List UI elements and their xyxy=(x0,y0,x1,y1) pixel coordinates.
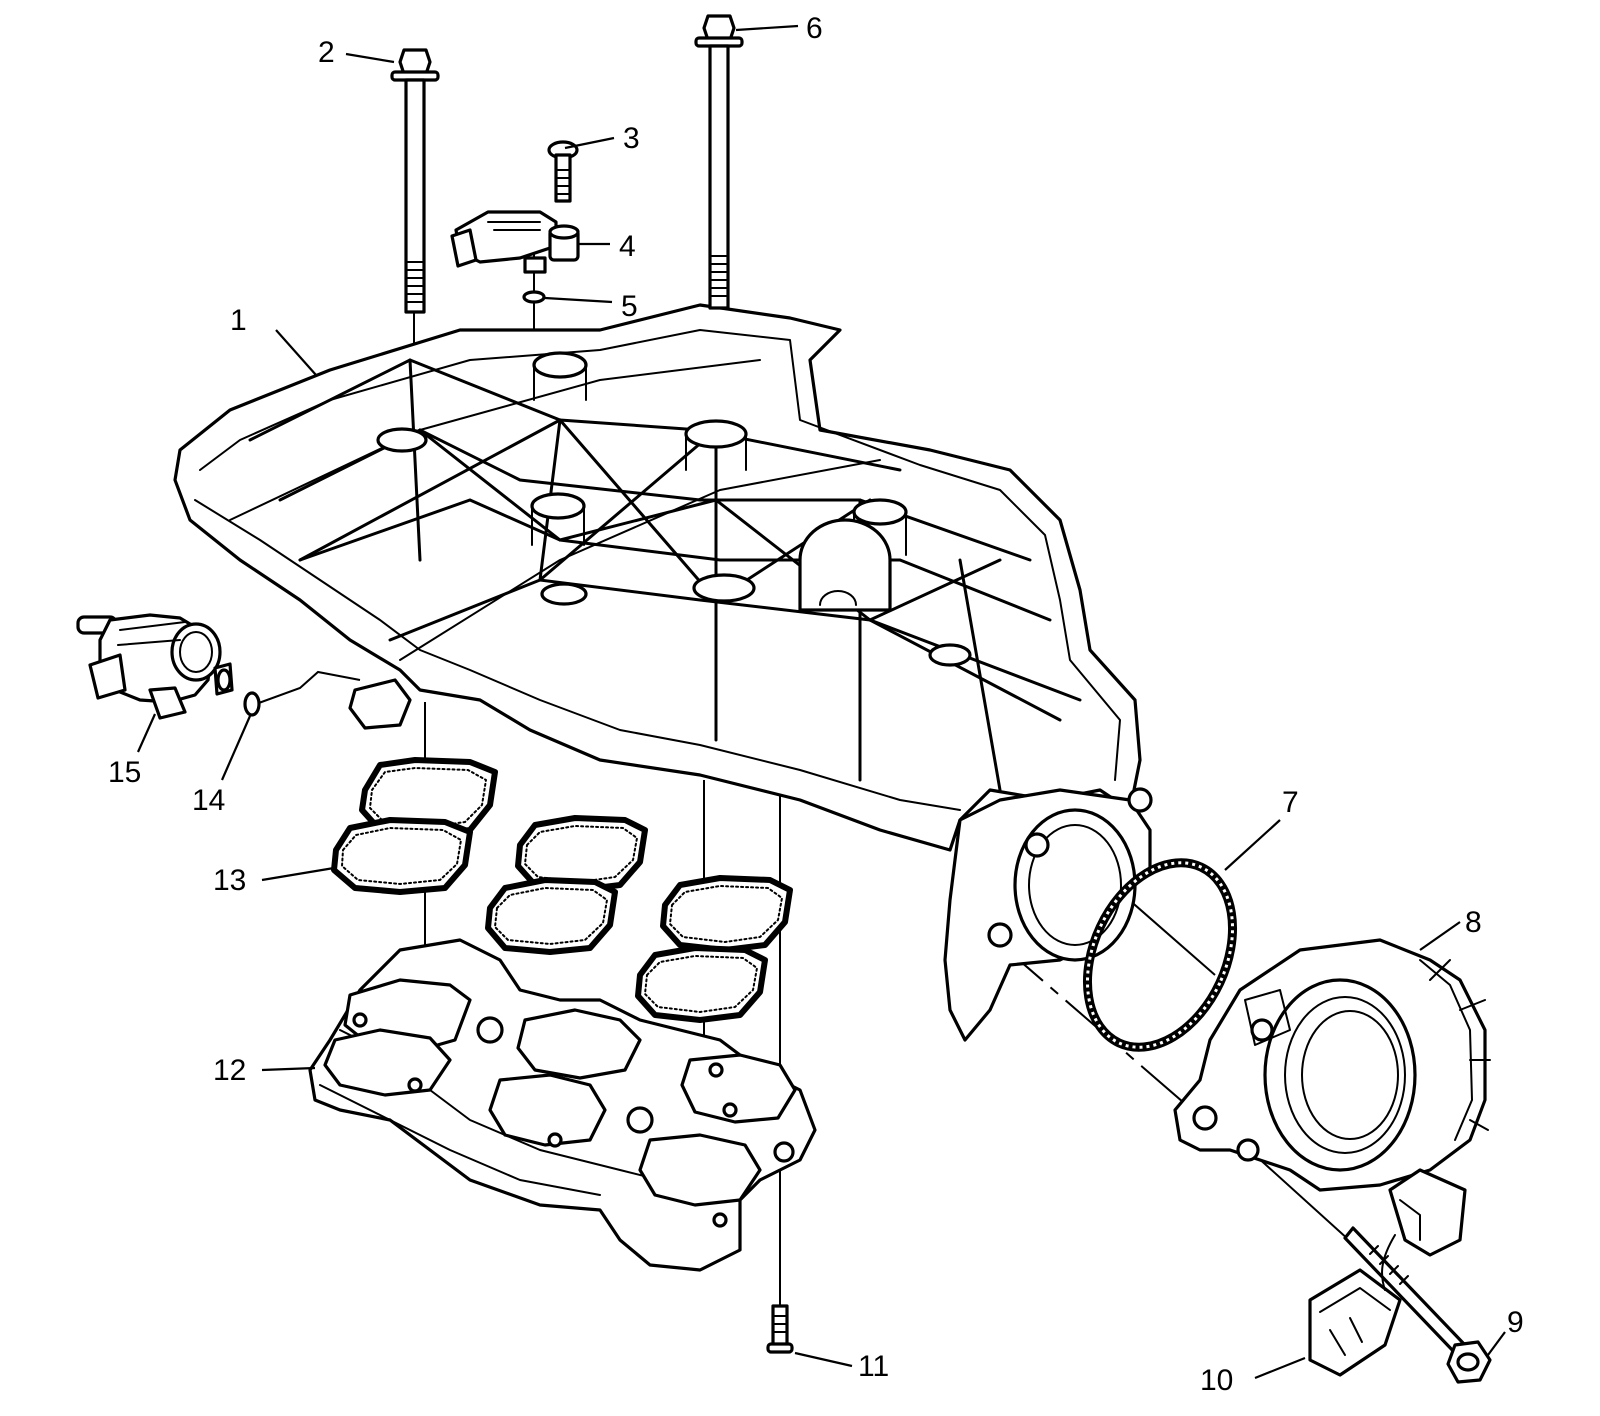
throttle-gasket-7 xyxy=(1082,858,1238,1052)
bolt-9 xyxy=(1343,1226,1492,1384)
throttle-body-8 xyxy=(1173,938,1491,1192)
solenoid-valve-15 xyxy=(76,613,234,720)
callout-3: 3 xyxy=(623,122,640,155)
callout-5: 5 xyxy=(621,290,638,323)
callout-12: 12 xyxy=(213,1054,246,1087)
callout-13: 13 xyxy=(213,864,246,897)
callout-6: 6 xyxy=(806,12,823,45)
connector-10 xyxy=(1308,1168,1467,1377)
callout-labels: 1 2 3 4 5 6 7 8 9 10 11 12 13 14 15 xyxy=(108,12,1524,1397)
callout-11: 11 xyxy=(858,1350,889,1383)
callout-4: 4 xyxy=(619,230,636,263)
bolt-3 xyxy=(547,140,579,203)
callout-10: 10 xyxy=(1200,1364,1233,1397)
callout-14: 14 xyxy=(192,784,225,817)
intake-gaskets-13 xyxy=(331,757,793,1023)
seal-5 xyxy=(522,290,546,304)
upper-intake-manifold xyxy=(173,303,1153,1042)
callout-15: 15 xyxy=(108,756,141,789)
bolt-6 xyxy=(694,14,744,310)
callout-2: 2 xyxy=(318,36,335,69)
callout-8: 8 xyxy=(1465,906,1482,939)
bolt-11 xyxy=(766,1304,794,1354)
callout-7: 7 xyxy=(1282,786,1299,819)
callout-9: 9 xyxy=(1507,1306,1524,1339)
callout-leaders xyxy=(136,24,1506,1380)
bolt-2 xyxy=(390,48,440,314)
callout-1: 1 xyxy=(230,304,247,337)
o-ring-14 xyxy=(243,691,261,717)
sensor-4 xyxy=(450,210,580,274)
lower-intake-manifold-12 xyxy=(308,938,817,1272)
